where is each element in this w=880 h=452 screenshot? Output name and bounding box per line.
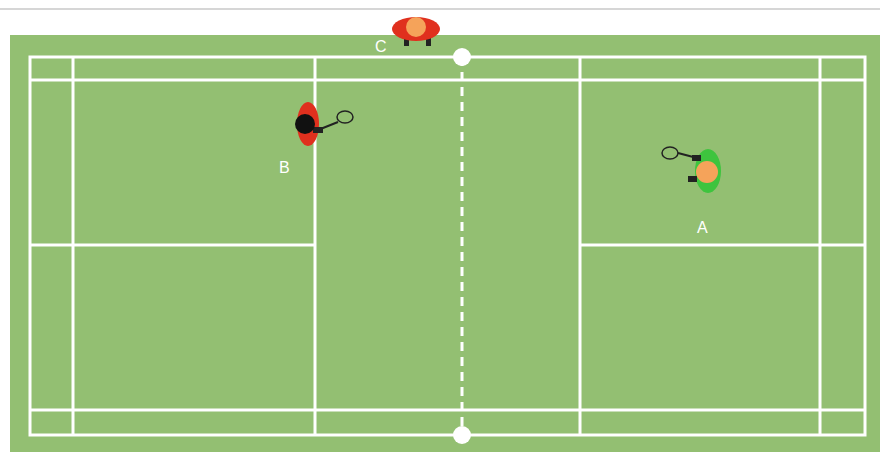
player-b (295, 102, 353, 146)
player-label: C (375, 39, 387, 55)
player-label: A (697, 220, 708, 236)
player-a (662, 147, 721, 193)
player-label: B (279, 160, 290, 176)
player-c (392, 17, 440, 46)
